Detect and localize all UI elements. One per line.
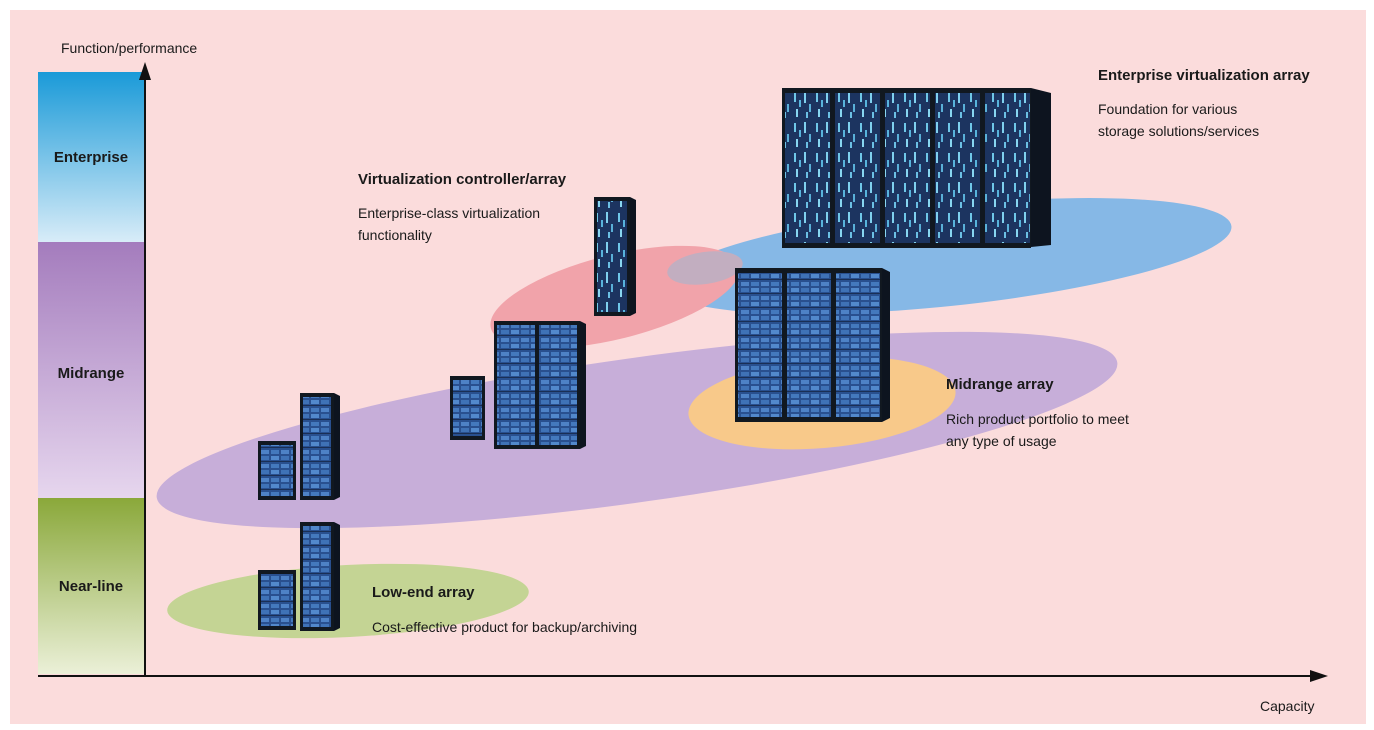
product-labels: Enterprise virtualization array Foundati… [358,67,1310,635]
low-end-array-title: Low-end array [372,584,475,601]
tier-nearline-band [38,498,145,674]
enterprise-virtualization-desc-1: Foundation for various [1098,101,1237,117]
x-axis-label: Capacity [1260,698,1314,714]
low-end-racks [258,522,340,631]
virtualization-controller-rack [594,197,636,316]
midrange-array-desc-1: Rich product portfolio to meet [946,411,1129,427]
enterprise-virtualization-overlap [667,251,743,285]
virtualization-controller-desc-1: Enterprise-class virtualization [358,205,540,221]
tier-enterprise-label: Enterprise [54,149,128,166]
y-axis-label: Function/performance [61,40,197,56]
low-end-ellipse [167,563,529,639]
virtualization-controller-desc-2: functionality [358,227,432,243]
tier-bar: Enterprise Midrange Near-line [38,72,145,674]
low-end-array-desc-1: Cost-effective product for backup/archiv… [372,619,637,635]
virtualization-midrange-racks [450,321,586,449]
midrange-array-desc-2: any type of usage [946,433,1057,449]
axes: Function/performance Capacity [38,40,1328,714]
rack-images [258,88,1051,631]
tier-midrange-band [38,242,145,498]
midrange-array-rack [735,268,890,422]
entry-midrange-racks [258,393,340,500]
tier-midrange-label: Midrange [58,365,125,382]
tier-enterprise-band [38,72,145,242]
x-axis-arrowhead [1310,670,1328,682]
enterprise-virtualization-title: Enterprise virtualization array [1098,67,1310,84]
enterprise-virtualization-desc-2: storage solutions/services [1098,123,1259,139]
tier-nearline-label: Near-line [59,578,123,595]
enterprise-virtualization-rack [782,88,1051,248]
y-axis-arrowhead [139,62,151,80]
virtualization-controller-title: Virtualization controller/array [358,171,567,188]
midrange-array-title: Midrange array [946,376,1054,393]
